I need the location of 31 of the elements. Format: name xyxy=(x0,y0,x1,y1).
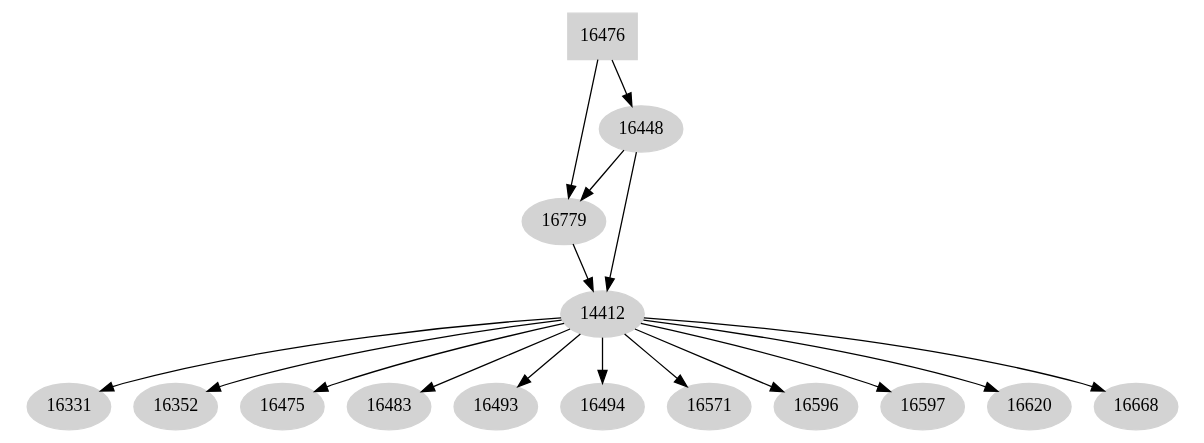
node-ellipse: 16596 xyxy=(773,382,858,431)
arrow xyxy=(579,149,625,202)
arrow xyxy=(596,336,608,386)
node-ellipse: 16448 xyxy=(598,105,683,153)
node-ellipse: 16779 xyxy=(521,197,606,246)
node-ellipse: 16493 xyxy=(452,382,538,431)
node-ellipse: 16571 xyxy=(666,382,752,431)
arrow xyxy=(98,317,562,392)
arrow xyxy=(642,317,1106,392)
arrow xyxy=(571,243,594,293)
arrow xyxy=(623,333,689,388)
node-ellipse: 16494 xyxy=(559,382,645,431)
node-ellipse: 16483 xyxy=(346,382,431,431)
node-ellipse: 16352 xyxy=(132,382,218,431)
arrow xyxy=(642,319,1000,392)
arrow xyxy=(515,333,581,388)
arrow xyxy=(604,151,637,293)
node-ellipse: 16668 xyxy=(1093,382,1178,431)
node-ellipse: 16331 xyxy=(26,382,111,431)
arrow xyxy=(204,319,562,392)
arrow xyxy=(312,322,565,393)
node-ellipse: 16620 xyxy=(986,382,1072,431)
node-ellipse: 16597 xyxy=(879,382,965,431)
node-box: 16476 xyxy=(566,12,638,61)
arrow xyxy=(610,59,633,109)
arrow xyxy=(419,328,571,393)
arrow xyxy=(565,59,598,200)
arrow xyxy=(639,322,892,393)
arrow xyxy=(633,328,785,393)
node-ellipse: 16475 xyxy=(239,382,325,431)
node-ellipse: 14412 xyxy=(559,290,645,338)
